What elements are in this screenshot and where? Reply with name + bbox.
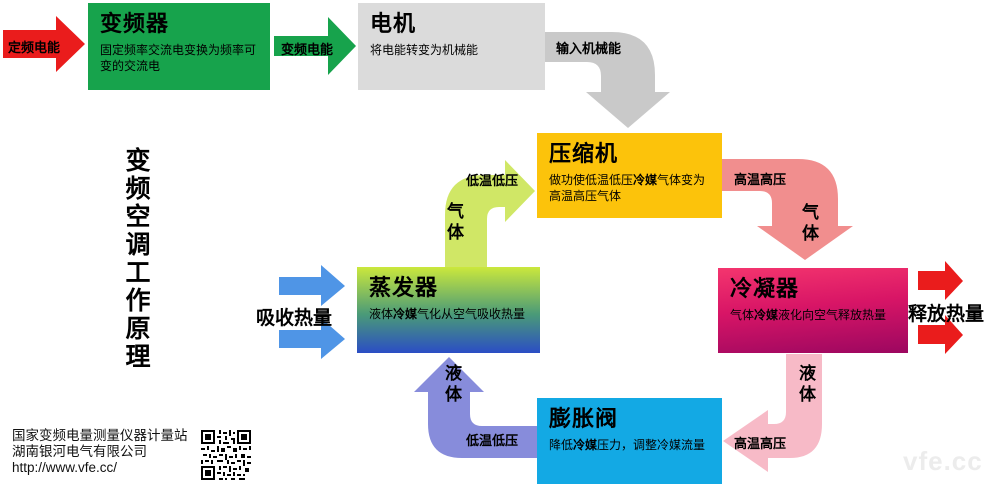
inverter-desc: 固定频率交流电变换为频率可变的交流电 [100,42,258,74]
compressor-desc-post: 气体变为高温高压气体 [549,173,706,204]
arrow-condenser-to-valve [723,354,822,472]
label-evap-comp-state: 低温低压 [466,173,519,188]
label-mech-input: 输入机械能 [556,41,622,56]
condenser-desc-post: 液化向空气释放热量 [778,308,887,323]
expansion-valve-desc-bold: 冷媒 [573,438,598,453]
arrow-release-heat-top [918,261,963,300]
arrow-release-heat-bottom [918,315,963,354]
condenser-box: 冷凝器 气体冷媒液化向空气释放热量 [718,268,908,353]
label-comp-cond-phase: 气体 [799,203,818,245]
motor-title: 电机 [370,11,417,36]
motor-desc: 将电能转变为机械能 [370,42,533,58]
inverter-desc-pre: 固定频率交流电变换为频率可变的交流电 [100,43,257,74]
compressor-desc-bold: 冷媒 [633,173,658,188]
label-valve-evap-state: 低温低压 [466,433,519,448]
label-fixed-freq-power: 定频电能 [8,40,61,55]
compressor-title: 压缩机 [549,141,619,166]
arrow-valve-to-evaporator [414,357,537,458]
evaporator-box: 蒸发器 液体冷媒气化从空气吸收热量 [357,267,540,353]
condenser-title: 冷凝器 [730,276,800,301]
arrow-absorb-heat-top [279,265,345,306]
evaporator-desc-post: 气化从空气吸收热量 [417,307,526,322]
footer-line-station: 国家变频电量测量仪器计量站 [12,428,188,443]
evaporator-desc-pre: 液体 [369,307,394,322]
compressor-box: 压缩机 做功使低温低压冷媒气体变为高温高压气体 [537,133,722,218]
footer-info: 国家变频电量测量仪器计量站 湖南银河电气有限公司 http://www.vfe.… [12,428,188,476]
arrow-mech-input [545,32,670,128]
label-cond-valve-state: 高温高压 [734,436,787,451]
inverter-title: 变频器 [100,11,170,36]
expansion-valve-desc-pre: 降低 [549,438,574,453]
footer-line-url: http://www.vfe.cc/ [12,460,118,475]
condenser-desc-pre: 气体 [730,308,755,323]
label-variable-freq-power: 变频电能 [281,42,334,57]
footer-line-company: 湖南银河电气有限公司 [12,444,147,459]
expansion-valve-desc-post: 压力，调整冷媒流量 [597,438,706,453]
condenser-desc-bold: 冷媒 [754,308,779,323]
motor-box: 电机 将电能转变为机械能 [358,3,545,90]
arrow-absorb-heat-bottom [279,318,345,359]
evaporator-title: 蒸发器 [369,275,439,300]
label-evap-comp-phase: 气体 [444,202,463,244]
evaporator-desc-bold: 冷媒 [393,307,418,322]
motor-desc-pre: 将电能转变为机械能 [370,43,479,58]
condenser-desc: 气体冷媒液化向空气释放热量 [730,307,896,323]
arrow-variable-power [274,17,356,75]
evaporator-desc: 液体冷媒气化从空气吸收热量 [369,306,528,322]
arrow-fixed-power [3,16,85,72]
label-absorb-heat: 吸收热量 [256,308,333,329]
compressor-desc-pre: 做功使低温低压 [549,173,634,188]
expansion-valve-title: 膨胀阀 [549,406,619,431]
compressor-desc: 做功使低温低压冷媒气体变为高温高压气体 [549,172,710,204]
page-title: 变频空调工作原理 [122,147,150,371]
qr-code [201,430,251,480]
label-valve-evap-phase: 液体 [442,364,461,406]
label-cond-valve-phase: 液体 [796,364,815,406]
label-comp-cond-state: 高温高压 [734,172,787,187]
watermark: vfe.cc [903,446,983,476]
expansion-valve-box: 膨胀阀 降低冷媒压力，调整冷媒流量 [537,398,722,484]
arrow-compressor-to-condenser [722,159,853,260]
label-release-heat: 释放热量 [908,304,985,325]
expansion-valve-desc: 降低冷媒压力，调整冷媒流量 [549,437,710,453]
inverter-box: 变频器 固定频率交流电变换为频率可变的交流电 [88,3,270,90]
arrow-evaporator-to-compressor [445,160,535,267]
